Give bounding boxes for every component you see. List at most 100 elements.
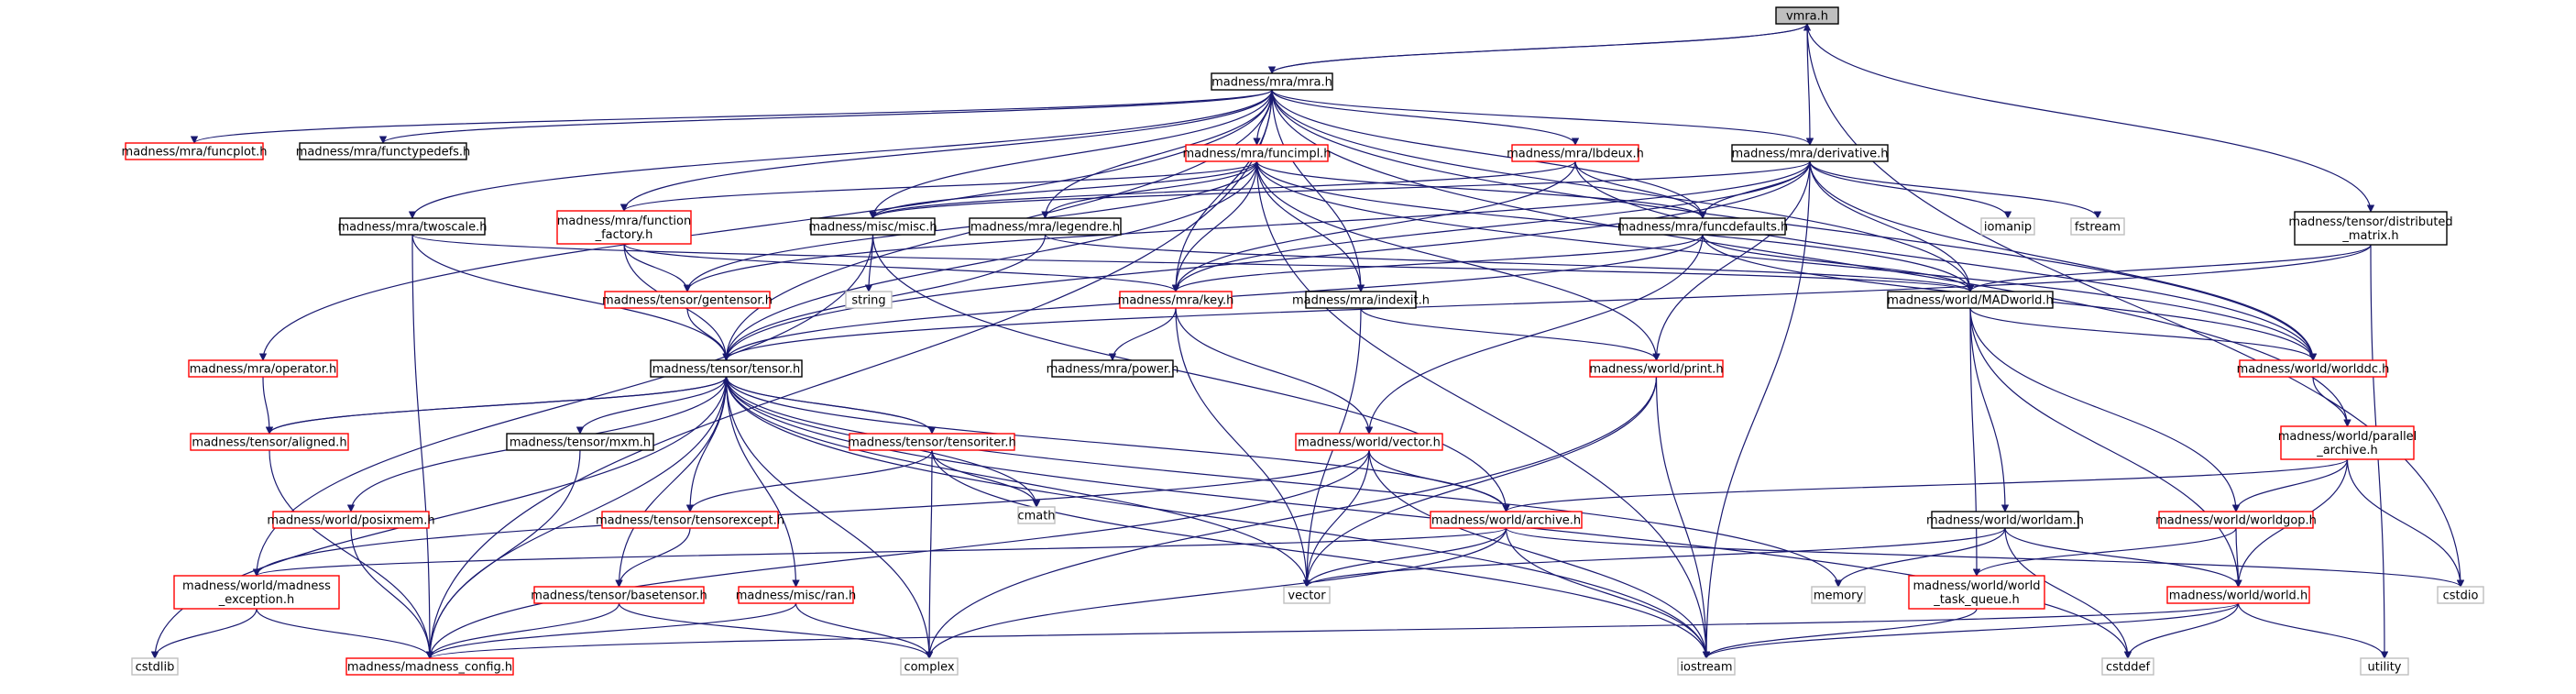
node-label: _matrix.h (2341, 229, 2398, 243)
dependency-edge-tensor-to-ran (725, 376, 800, 588)
node-tensor[interactable]: madness/tensor/tensor.h (650, 359, 803, 378)
node-madworld[interactable]: madness/world/MADworld.h (1887, 291, 2054, 309)
node-label: madness/tensor/aligned.h (192, 436, 346, 450)
node-worldam[interactable]: madness/world/worldam.h (1926, 511, 2084, 529)
node-lbdeux[interactable]: madness/mra/lbdeux.h (1507, 144, 1644, 162)
dependency-edge-funcimpl-to-print (1255, 160, 1661, 361)
node-box (738, 586, 854, 604)
node-label: madness/world/print.h (1589, 363, 1723, 377)
node-box (1908, 575, 2045, 610)
node-vectorh[interactable]: madness/world/vector.h (1295, 433, 1443, 451)
node-funcfactory[interactable]: madness/mra/function_factory.h (556, 210, 692, 245)
dependency-edge-twoscale-to-madconfig (411, 234, 434, 659)
node-worldgop[interactable]: madness/world/worldgop.h (2155, 511, 2317, 529)
dependency-edge-vectorh-to-madexception (252, 449, 1370, 577)
node-label: madness/mra/power.h (1047, 363, 1179, 377)
node-mxm[interactable]: madness/tensor/mxm.h (506, 433, 654, 451)
node-functypedefs[interactable]: madness/mra/functypedefs.h (296, 142, 471, 160)
dependency-edge-archive-to-vector (1302, 527, 1507, 588)
dependency-edge-legendre-to-madworld (1044, 234, 1974, 292)
dependency-edge-basetensor-to-complex (618, 602, 934, 659)
node-label: madness/mra/function (557, 215, 692, 228)
node-twoscale[interactable]: madness/mra/twoscale.h (338, 217, 488, 236)
dependency-edge-mra-to-functypedefs (379, 89, 1273, 144)
node-tensoriter[interactable]: madness/tensor/tensoriter.h (848, 433, 1016, 451)
node-label: madness/world/worldam.h (1926, 514, 2084, 528)
dependency-edge-mra-to-root (1271, 23, 1812, 74)
node-label: cstddef (2106, 661, 2151, 675)
node-indexit[interactable]: madness/mra/indexit.h (1292, 291, 1430, 309)
node-mra[interactable]: madness/mra/mra.h (1211, 72, 1333, 91)
node-distmatrix[interactable]: madness/tensor/distributed_matrix.h (2288, 211, 2453, 246)
node-box (1887, 291, 2054, 309)
node-label: madness/mra/funcimpl.h (1182, 148, 1331, 161)
node-derivative[interactable]: madness/mra/derivative.h (1731, 144, 1889, 162)
node-tensorexcept[interactable]: madness/tensor/tensorexcept.h (596, 511, 784, 529)
node-box (556, 210, 692, 245)
node-label: madness/madness_config.h (347, 661, 512, 675)
node-madconfig[interactable]: madness/madness_config.h (345, 657, 514, 676)
node-taskqueue[interactable]: madness/world/world_task_queue.h (1908, 575, 2045, 610)
node-miscmisc[interactable]: madness/misc/misc.h (808, 217, 937, 236)
node-root[interactable]: vmra.h (1775, 6, 1839, 25)
dependency-edge-archive-to-cstdio (1505, 527, 2464, 588)
node-label: iostream (1680, 661, 1732, 675)
node-funcimpl[interactable]: madness/mra/funcimpl.h (1182, 144, 1332, 162)
node-power[interactable]: madness/mra/power.h (1047, 359, 1179, 378)
node-label: madness/world/worldgop.h (2155, 514, 2317, 528)
dependency-edge-funcdefaults-to-vectorh (1365, 234, 1704, 435)
dependency-edge-lbdeux-to-funcdefaults (1574, 160, 1707, 219)
node-box (125, 142, 264, 160)
dependency-edge-ran-to-madconfig (425, 602, 797, 659)
node-gentensor[interactable]: madness/tensor/gentensor.h (602, 291, 773, 309)
dependency-edge-lbdeux-to-miscmisc (869, 160, 1576, 219)
node-box (1589, 359, 1724, 378)
dependency-edge-mra-to-lbdeux (1271, 89, 1580, 146)
node-box (1119, 291, 1233, 309)
dependency-edge-worldam-to-vector (1302, 527, 2006, 588)
dependency-edge-twoscale-to-madworld (411, 234, 1974, 292)
node-funcdefaults[interactable]: madness/mra/funcdefaults.h (1617, 217, 1789, 236)
node-cstdlib: cstdlib (131, 657, 179, 676)
node-print[interactable]: madness/world/print.h (1589, 359, 1724, 378)
dependency-edge-tensor-to-basetensor (615, 376, 728, 588)
dependency-edge-archive-to-complex (925, 527, 1507, 659)
dependency-edge-funcimpl-to-indexit (1255, 160, 1365, 292)
dependency-edge-tensoriter-to-iostream (931, 449, 1711, 659)
node-posixmem[interactable]: madness/world/posixmem.h (267, 511, 435, 529)
node-label: cstdlib (136, 661, 175, 675)
node-label: vector (1288, 589, 1326, 603)
node-box (1775, 6, 1839, 25)
node-box (2280, 425, 2415, 460)
node-pararchive[interactable]: madness/world/parallel_archive.h (2278, 425, 2417, 460)
dependency-edge-distmatrix-to-tensor (722, 244, 2372, 361)
node-box (188, 359, 338, 378)
node-box (2166, 586, 2310, 604)
node-archive[interactable]: madness/world/archive.h (1430, 511, 1583, 529)
node-ran[interactable]: madness/misc/ran.h (736, 586, 857, 604)
node-layer: vmra.h madness/mra/mra.h madness/mra/funcp… (122, 6, 2484, 676)
node-aligned[interactable]: madness/tensor/aligned.h (190, 433, 349, 451)
node-operator[interactable]: madness/mra/operator.h (188, 359, 338, 378)
node-basetensor[interactable]: madness/tensor/basetensor.h (531, 586, 707, 604)
node-key[interactable]: madness/mra/key.h (1118, 291, 1234, 309)
dependency-edge-miscmisc-to-madexception (252, 234, 874, 577)
node-label: cstdio (2443, 589, 2479, 603)
node-funcplot[interactable]: madness/mra/funcplot.h (122, 142, 268, 160)
dependency-edge-world-to-iostream (1702, 602, 2240, 659)
node-box (849, 433, 1015, 451)
node-box (1731, 144, 1889, 162)
node-legendre[interactable]: madness/mra/legendre.h (969, 217, 1122, 236)
node-world[interactable]: madness/world/world.h (2166, 586, 2310, 604)
node-worlddc[interactable]: madness/world/worlddc.h (2237, 359, 2390, 378)
dependency-edge-mra-to-funcplot (191, 89, 1273, 144)
dependency-edge-mra-to-twoscale (408, 89, 1273, 219)
node-label: iomanip (1984, 221, 2032, 235)
node-iomanip: iomanip (1980, 217, 2035, 236)
node-label: _exception.h (218, 593, 294, 607)
node-label: madness/world/world (1913, 579, 2040, 593)
dependency-edge-derivative-to-key (1171, 160, 1811, 292)
node-label: madness/misc/ran.h (736, 589, 857, 603)
node-madexception[interactable]: madness/world/madness_exception.h (173, 575, 340, 610)
